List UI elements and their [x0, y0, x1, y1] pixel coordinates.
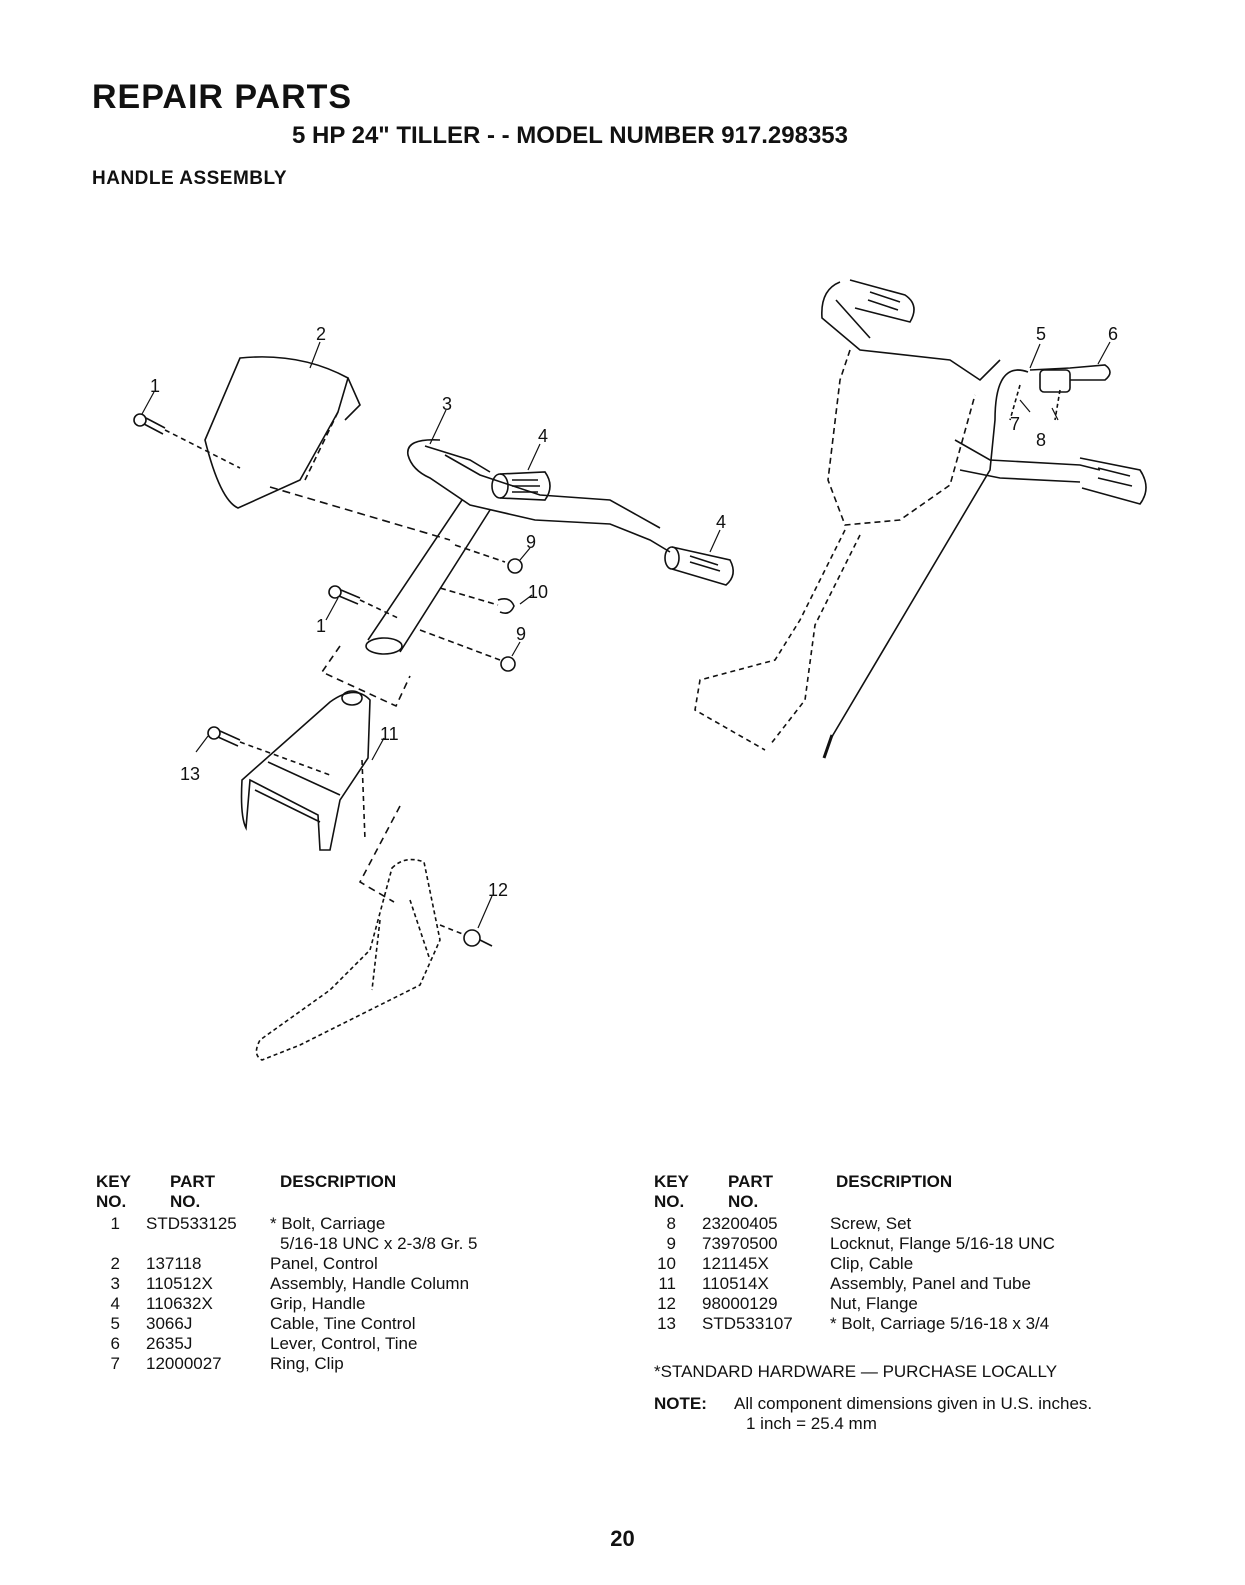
description-continuation: 5/16-18 UNC x 2-3/8 Gr. 5 [280, 1234, 478, 1253]
callout-8: 8 [1036, 430, 1046, 450]
key-header-no: NO. [96, 1192, 127, 1211]
description-header: DESCRIPTION [280, 1172, 397, 1191]
callout-13: 13 [180, 764, 200, 784]
part-number-cell: 73970500 [702, 1234, 778, 1253]
description-cell: Lever, Control, Tine [270, 1334, 418, 1353]
callout-4: 4 [716, 512, 726, 532]
part-number-cell: 12000027 [146, 1354, 222, 1373]
part-number-cell: 23200405 [702, 1214, 778, 1233]
key-cell: 8 [666, 1214, 676, 1233]
key-cell: 10 [657, 1254, 676, 1273]
part-number-cell: STD533107 [702, 1314, 793, 1333]
part-number-cell: STD533125 [146, 1214, 237, 1233]
control-panel-part [204, 356, 349, 509]
description-cell: Assembly, Handle Column [270, 1274, 470, 1293]
handle-column-tube [367, 499, 491, 653]
bolt-part-1b [328, 585, 361, 605]
cable-clip-part-10 [497, 598, 515, 614]
grip-assembled-left [849, 279, 915, 323]
description-cell: Assembly, Panel and Tube [830, 1274, 1031, 1293]
callout-5: 5 [1036, 324, 1046, 344]
description-cell: Grip, Handle [270, 1294, 366, 1313]
description-cell: Nut, Flange [830, 1294, 918, 1313]
section-heading: HANDLE ASSEMBLY [92, 168, 288, 189]
note-label: NOTE: [654, 1394, 707, 1413]
standard-hardware-note: *STANDARD HARDWARE — PURCHASE LOCALLY [654, 1362, 1058, 1381]
description-cell: Ring, Clip [270, 1354, 344, 1373]
callout-9: 9 [526, 532, 536, 552]
panel-tube-part [240, 691, 371, 851]
bolt-part-1 [133, 413, 166, 435]
description-header: DESCRIPTION [836, 1172, 953, 1191]
part-header: PART [728, 1172, 774, 1191]
part-number-cell: 121145X [702, 1254, 769, 1273]
tine-control-lever [1029, 364, 1111, 393]
locknut-part-9a [507, 558, 523, 574]
description-cell: * Bolt, Carriage [270, 1214, 386, 1233]
page-number: 20 [610, 1526, 635, 1551]
callout-3: 3 [442, 394, 452, 414]
locknut-part-9b [500, 656, 516, 672]
callout-1: 1 [150, 376, 160, 396]
description-cell: Locknut, Flange 5/16-18 UNC [830, 1234, 1055, 1253]
key-cell: 5 [110, 1314, 120, 1333]
part-number-cell: 3066J [146, 1314, 193, 1333]
description-cell: * Bolt, Carriage 5/16-18 x 3/4 [830, 1314, 1050, 1333]
bolt-part-13 [207, 726, 241, 747]
callout-2: 2 [316, 324, 326, 344]
key-cell: 9 [666, 1234, 676, 1253]
key-cell: 2 [110, 1254, 120, 1273]
key-cell: 3 [110, 1274, 120, 1293]
tine-control-cable [829, 369, 1029, 741]
key-header: KEY [96, 1172, 131, 1191]
key-cell: 13 [657, 1314, 676, 1333]
part-number-cell: 110514X [702, 1274, 769, 1293]
part-header-no: NO. [728, 1192, 759, 1211]
part-header: PART [170, 1172, 216, 1191]
key-header-no: NO. [654, 1192, 685, 1211]
key-cell: 6 [110, 1334, 120, 1353]
description-cell: Cable, Tine Control [270, 1314, 416, 1333]
key-cell: 7 [110, 1354, 120, 1373]
callout-9: 9 [516, 624, 526, 644]
model-subtitle: 5 HP 24" TILLER - - MODEL NUMBER 917.298… [292, 122, 848, 149]
part-number-cell: 98000129 [702, 1294, 778, 1313]
callout-12: 12 [488, 880, 508, 900]
note-conversion: 1 inch = 25.4 mm [746, 1414, 877, 1433]
description-cell: Clip, Cable [830, 1254, 914, 1273]
description-cell: Panel, Control [270, 1254, 378, 1273]
callout-4: 4 [538, 426, 548, 446]
key-cell: 4 [110, 1294, 120, 1313]
part-number-cell: 110512X [146, 1274, 213, 1293]
part-number-cell: 110632X [146, 1294, 213, 1313]
note-text: All component dimensions given in U.S. i… [734, 1394, 1093, 1413]
page-title: REPAIR PARTS [92, 78, 353, 116]
callout-6: 6 [1108, 324, 1118, 344]
grip-part-4a [491, 471, 551, 501]
grip-part-4b [664, 546, 734, 586]
mounting-bracket-part [255, 858, 441, 1061]
part-header-no: NO. [170, 1192, 201, 1211]
part-number-cell: 2635J [146, 1334, 193, 1353]
callout-7: 7 [1010, 414, 1020, 434]
key-header: KEY [654, 1172, 689, 1191]
handle-bar-part [407, 438, 671, 553]
callout-1: 1 [316, 616, 326, 636]
callout-10: 10 [528, 582, 548, 602]
key-cell: 12 [657, 1294, 676, 1313]
assembled-handle-view [821, 281, 1001, 382]
key-cell: 11 [658, 1274, 676, 1293]
callout-11: 11 [380, 724, 399, 744]
description-cell: Screw, Set [830, 1214, 912, 1233]
grip-assembled-right [1079, 457, 1147, 505]
flange-nut-part-12 [463, 929, 493, 947]
part-number-cell: 137118 [146, 1254, 202, 1273]
key-cell: 1 [110, 1214, 120, 1233]
